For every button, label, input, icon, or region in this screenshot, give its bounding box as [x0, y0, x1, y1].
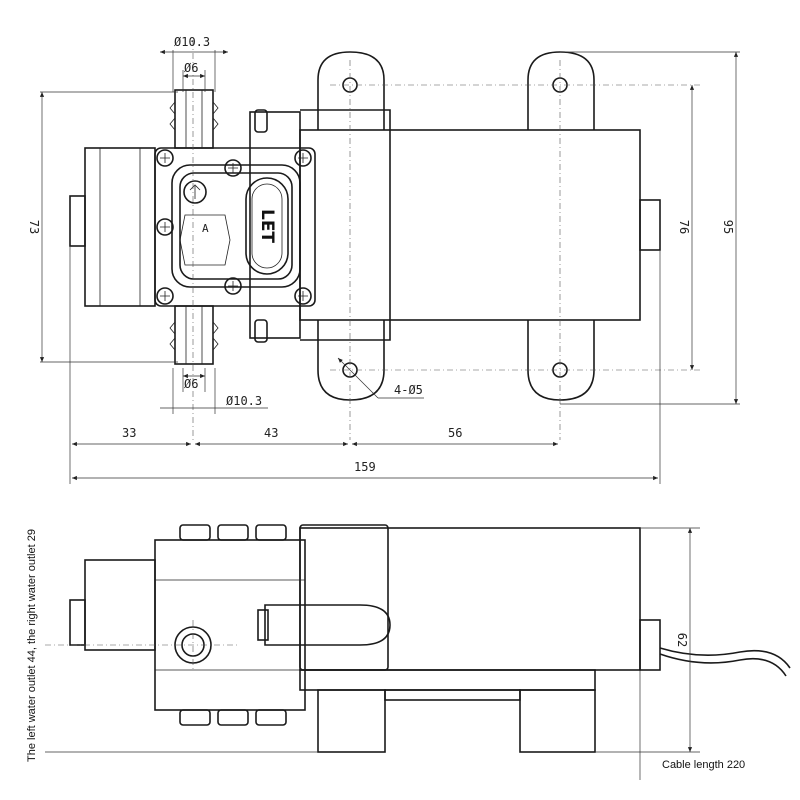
screw-icon — [224, 159, 242, 177]
screw-icon — [156, 287, 174, 305]
housing-cap — [69, 195, 86, 247]
screw-icon — [224, 277, 242, 295]
valve-cover — [171, 164, 301, 288]
screw-icon — [156, 218, 174, 236]
side-view-dimensions: 62 — [45, 527, 700, 780]
dim-outlet-inner-bottom: Ø6 — [184, 377, 198, 391]
cable-length-note: Cable length 220 — [662, 759, 745, 771]
side-view — [45, 524, 791, 753]
motor-body — [299, 129, 641, 321]
motor-front-plate — [300, 109, 391, 341]
side-motor-end-cap — [639, 619, 661, 671]
let-label: LET — [257, 209, 277, 243]
dim-span-3: 56 — [448, 426, 462, 440]
outlet-nozzle-bottom — [169, 305, 219, 365]
side-motor-body — [299, 527, 641, 671]
top-view: LET A — [69, 40, 700, 440]
side-foot-left — [317, 689, 386, 753]
side-pump-head — [154, 539, 306, 711]
motor-end-cap — [639, 199, 661, 251]
screw-icon — [156, 149, 174, 167]
side-bracket-arm — [264, 604, 391, 646]
diaphragm-housing — [84, 147, 156, 307]
dim-side-height: 62 — [675, 633, 689, 647]
bracket-upper-left — [317, 51, 385, 130]
dim-span-2: 43 — [264, 426, 278, 440]
top-view-dimensions: Ø10.3 Ø6 Ø6 Ø10.3 73 76 95 4-Ø5 — [27, 35, 740, 484]
dim-outlet-outer-top: Ø10.3 — [174, 35, 210, 49]
dim-length-total: 159 — [354, 460, 376, 474]
bracket-lower-right — [527, 320, 595, 401]
dim-outlet-outer-bottom: Ø10.3 — [226, 394, 262, 408]
dim-outlet-inner-top: Ø6 — [184, 61, 198, 75]
side-base-plate — [299, 669, 596, 691]
bracket-upper-right — [527, 51, 595, 130]
let-badge — [245, 177, 289, 275]
screw-icon — [294, 287, 312, 305]
dim-height-motor: 76 — [677, 220, 691, 234]
power-cable — [659, 647, 791, 669]
flow-arrow-icon — [183, 180, 207, 204]
dim-mount-holes: 4-Ø5 — [394, 383, 423, 397]
dim-height-total: 95 — [721, 220, 735, 234]
side-foot-right — [519, 689, 596, 753]
bracket-lower-left — [317, 320, 385, 401]
outlet-length-note: The left water outlet 44, the right wate… — [26, 529, 38, 762]
screw-icon — [294, 149, 312, 167]
dim-span-1: 33 — [122, 426, 136, 440]
dim-height-left: 73 — [27, 220, 41, 234]
side-housing — [84, 559, 156, 651]
outlet-nozzle-top — [169, 89, 219, 149]
valve-mark: A — [202, 222, 209, 235]
